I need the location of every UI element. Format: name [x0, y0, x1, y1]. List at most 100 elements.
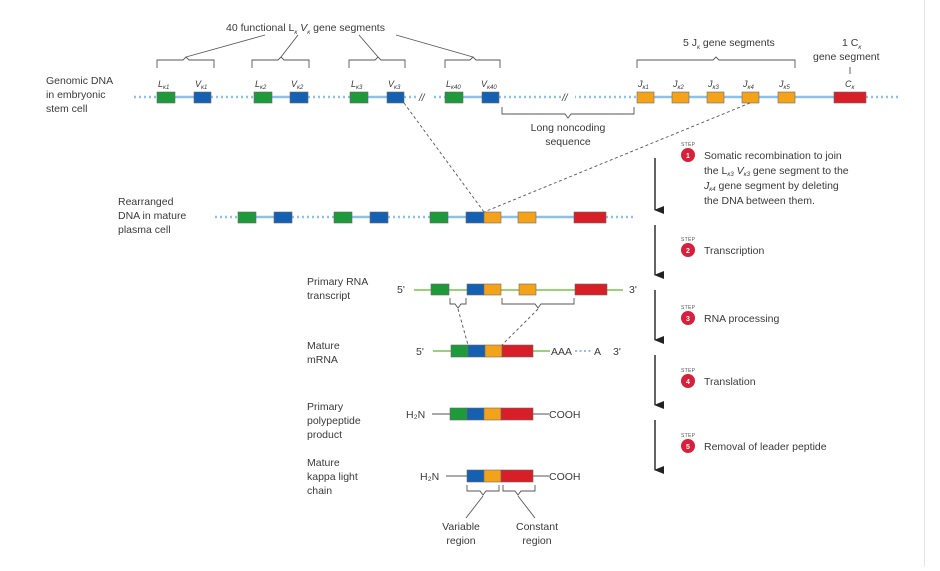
step-badge — [681, 439, 695, 453]
segment-v — [466, 407, 485, 421]
five-prime: 5' — [416, 346, 424, 358]
bracket-lv40 — [444, 56, 501, 68]
segment-j-k4 — [741, 91, 760, 104]
segment-l — [333, 211, 353, 224]
intron-bracket-1 — [449, 298, 467, 309]
segment-l-k1 — [156, 91, 176, 104]
break-gap — [418, 89, 432, 103]
mrna-label-line2: mRNA — [307, 354, 338, 366]
label-v-k40: Vκ40 — [481, 79, 497, 91]
segment-v — [466, 283, 485, 296]
label-l-k3: Lκ3 — [351, 79, 363, 91]
label-c-k: Cκ — [845, 79, 856, 91]
label-j-k1: Jκ1 — [637, 79, 649, 91]
polypeptide-section: Primary polypeptide product H₂N COOH — [307, 401, 581, 441]
segment-v-joined — [465, 211, 485, 224]
polypeptide-label-line3: product — [307, 429, 342, 441]
label-v-k3: Vκ3 — [388, 79, 401, 91]
segment-l — [429, 211, 449, 224]
splice-dash-2 — [501, 308, 539, 346]
recombination-dashes — [403, 102, 751, 213]
light-chain-section: Mature kappa light chain H₂N COOH Variab… — [307, 457, 581, 547]
segment-j — [484, 344, 503, 358]
step-word: STEP — [681, 142, 696, 148]
three-prime: 3' — [613, 346, 621, 358]
step-number: 2 — [686, 248, 690, 255]
variable-label-line1: Variable — [442, 521, 480, 533]
noncoding-label-line1: Long noncoding — [531, 122, 606, 134]
label-v-k2: Vκ2 — [291, 79, 304, 91]
step-4: STEP 4 Translation — [681, 368, 756, 388]
segment-v-k1 — [193, 91, 212, 104]
step-1-line1: Somatic recombination to join — [704, 150, 842, 162]
step-3-text: RNA processing — [704, 313, 779, 325]
connector-1 — [185, 34, 266, 58]
three-prime: 3' — [629, 284, 637, 296]
five-prime: 5' — [397, 284, 405, 296]
segment-j — [483, 283, 502, 296]
step-5: STEP 5 Removal of leader peptide — [681, 433, 827, 453]
step-4-text: Translation — [704, 376, 756, 388]
segment-j — [517, 211, 537, 224]
segment-j-joined — [483, 211, 502, 224]
rearranged-label-line3: plasma cell — [118, 224, 171, 236]
connector-2 — [280, 34, 299, 58]
segment-c-k — [833, 91, 867, 104]
label-l-k1: Lκ1 — [158, 79, 169, 91]
segment-v — [273, 211, 293, 224]
variable-pointer — [465, 495, 484, 519]
c-title-line2: gene segment — [813, 51, 880, 63]
bracket-lv1 — [156, 56, 215, 68]
primary-rna-label-line2: transcript — [307, 290, 350, 302]
segment-c — [573, 211, 607, 224]
genomic-dna-section: Genomic DNA in embryonic stem cell 40 fu… — [46, 22, 898, 148]
frame-edge — [924, 0, 925, 566]
step-1: STEP 1 Somatic recombination to join the… — [681, 142, 849, 207]
bracket-lv3 — [348, 56, 406, 68]
variable-bracket — [466, 485, 500, 496]
splice-dashes — [457, 308, 539, 346]
splice-dash-1 — [457, 308, 469, 346]
light-chain-label-line1: Mature — [307, 457, 340, 469]
region-brackets — [465, 485, 536, 519]
step-1-line3: Jκ4 gene segment by deleting — [703, 180, 839, 193]
rearranged-label-line1: Rearranged — [118, 196, 174, 208]
c-title-line1: 1 Cκ — [842, 37, 862, 51]
lv-title-connectors — [185, 34, 474, 58]
noncoding-label-line2: sequence — [545, 136, 591, 148]
mature-mrna-section: Mature mRNA 5' AAA A 3' — [307, 340, 621, 366]
break-mark-2: // — [561, 93, 569, 104]
label-j-k2: Jκ2 — [672, 79, 685, 91]
segment-l-k2 — [253, 91, 273, 104]
lv-brackets — [156, 56, 851, 119]
step-word: STEP — [681, 237, 696, 243]
segment-v — [467, 344, 486, 358]
segment-j — [483, 469, 502, 483]
step-number: 1 — [686, 153, 690, 160]
label-j-k5: Jκ5 — [778, 79, 791, 91]
n-terminus: H₂N — [420, 471, 439, 483]
segment-j-k1 — [636, 91, 655, 104]
constant-label-line1: Constant — [516, 521, 558, 533]
rearranged-dna-section: Rearranged DNA in mature plasma cell — [118, 196, 636, 236]
constant-pointer — [517, 495, 536, 519]
bracket-j — [636, 56, 796, 68]
lv-title: 40 functional Lκ Vκ gene segments — [226, 22, 385, 36]
segment-l — [237, 211, 257, 224]
genomic-segments — [156, 91, 867, 104]
segment-j — [518, 283, 537, 296]
splice-brackets — [449, 298, 575, 309]
genomic-label-line1: Genomic DNA — [46, 75, 113, 87]
segment-l-k3 — [349, 91, 369, 104]
poly-a: AAA — [551, 346, 572, 358]
connector-3 — [358, 34, 379, 58]
light-chain-label-line2: kappa light — [307, 471, 358, 483]
segment-v-k40 — [481, 91, 500, 104]
variable-label-line2: region — [446, 535, 475, 547]
segment-v — [369, 211, 389, 224]
break-gap — [561, 89, 575, 103]
step-3: STEP 3 RNA processing — [681, 305, 779, 325]
segment-l-k40 — [444, 91, 464, 104]
segment-l — [449, 407, 468, 421]
